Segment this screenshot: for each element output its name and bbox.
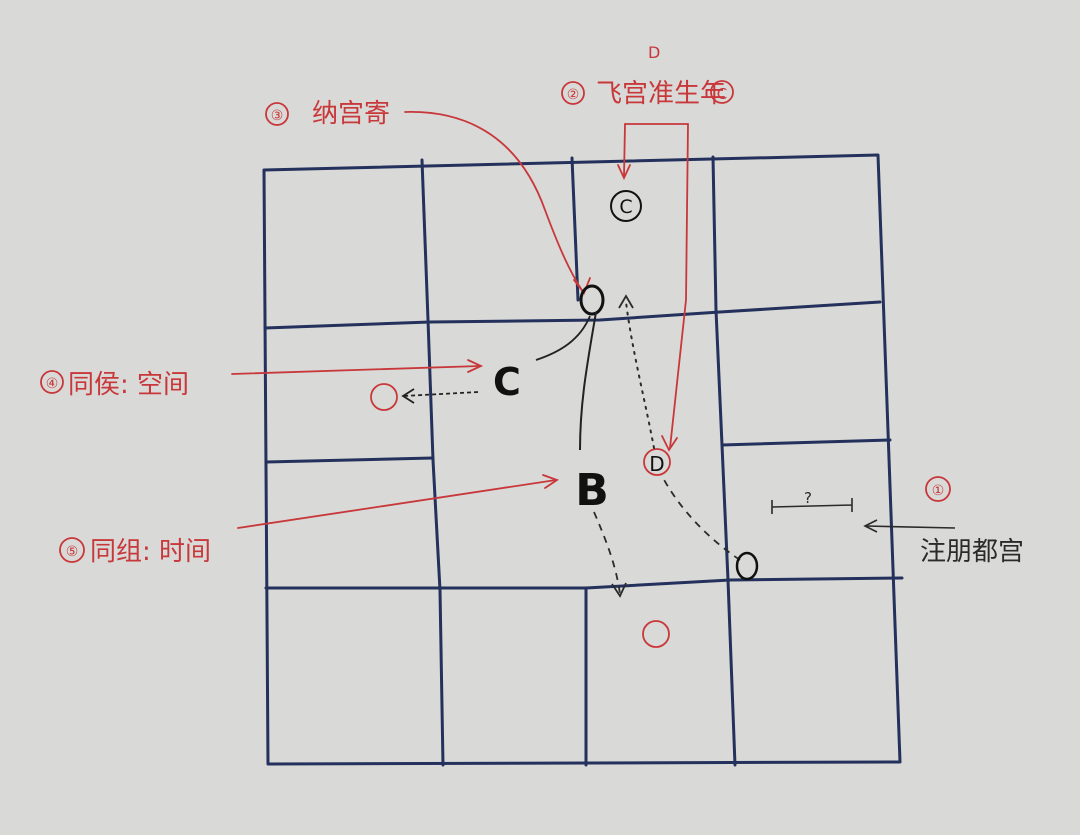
step5-label: 同组: 时间 xyxy=(90,537,211,567)
circled-c-top: C xyxy=(610,190,642,222)
step5-number: ⑤ xyxy=(66,544,79,560)
step4-label: 同侯: 空间 xyxy=(68,370,189,400)
grid-vline-1 xyxy=(420,158,445,767)
annotation-step4: ④ 同侯: 空间 xyxy=(40,359,484,411)
circled-d-ring xyxy=(643,448,671,476)
annotation-step3: ③ 纳宫寄 xyxy=(265,99,591,295)
unknown-distance-marker: ? xyxy=(771,489,853,514)
step2-arrowhead-c xyxy=(617,164,631,181)
c-to-circle-arrow xyxy=(403,391,479,397)
grid-hline-4 xyxy=(264,576,904,590)
step5-arrowhead xyxy=(542,474,559,489)
step2-mark-d: D xyxy=(648,43,660,62)
step3-number: ③ xyxy=(271,108,284,124)
big-c-label: C xyxy=(493,360,521,404)
step5-circle xyxy=(59,537,85,563)
step4-arrow xyxy=(231,365,481,375)
step4-circle xyxy=(40,370,64,394)
annotation-step2: D ② 飞宫准生年 C xyxy=(561,43,734,452)
grid-hline-1 xyxy=(263,300,882,330)
b-dashed-arrowhead xyxy=(611,582,627,598)
step3-circle xyxy=(265,102,289,126)
step3-arrow xyxy=(404,111,584,293)
d-dotted-arrow xyxy=(625,301,655,449)
grid-hline-2 xyxy=(264,456,435,464)
step1-number: ① xyxy=(932,483,945,499)
step2-bracket-to-c xyxy=(623,123,626,177)
node-to-d-dashed xyxy=(661,475,741,561)
node-to-b-line xyxy=(579,311,597,451)
d-dotted-arrowhead xyxy=(618,294,634,309)
grid-hline-3 xyxy=(720,438,892,447)
step4-arrowhead xyxy=(467,359,484,373)
big-b-label: B xyxy=(575,465,609,516)
step2-label: 飞宫准生年 xyxy=(596,79,726,109)
c-to-node-line xyxy=(535,315,591,361)
step4-number: ④ xyxy=(46,376,59,392)
node-circle-top xyxy=(579,284,605,316)
step2-arrowhead-d xyxy=(661,435,678,452)
empty-red-circle-bottom xyxy=(642,620,670,648)
circled-c-ring xyxy=(610,190,642,222)
grid-lines xyxy=(262,153,904,767)
step2-arrow-to-d xyxy=(669,123,689,449)
step1-circle xyxy=(925,476,951,502)
grid-vline-2 xyxy=(570,156,580,302)
step1-arrow xyxy=(865,525,956,529)
c-to-circle-arrowhead xyxy=(401,388,415,404)
question-mark: ? xyxy=(804,489,812,507)
empty-red-circle-left xyxy=(370,383,398,411)
node-circle-lower-right xyxy=(735,551,759,581)
annotation-step1: ① 注朋都宫 xyxy=(863,476,1024,567)
circled-c-letter: C xyxy=(619,196,632,218)
step2-circled-c-text: C xyxy=(717,85,727,103)
step2-circled-c xyxy=(710,80,734,104)
step2-circle xyxy=(561,81,585,105)
distance-bracket xyxy=(771,498,853,514)
step2-number: ② xyxy=(567,87,580,103)
step1-label: 注朋都宫 xyxy=(920,537,1024,567)
b-dashed-arrow xyxy=(593,511,621,595)
step5-arrow xyxy=(237,479,557,529)
circled-d-letter: D xyxy=(649,452,664,476)
annotation-step5: ⑤ 同组: 时间 xyxy=(59,474,559,567)
grid-outer-border xyxy=(262,153,902,766)
grid-vline-3 xyxy=(711,155,737,767)
step1-arrowhead xyxy=(863,519,878,533)
circled-d: D xyxy=(643,448,671,476)
step3-label: 纳宫寄 xyxy=(312,99,390,129)
